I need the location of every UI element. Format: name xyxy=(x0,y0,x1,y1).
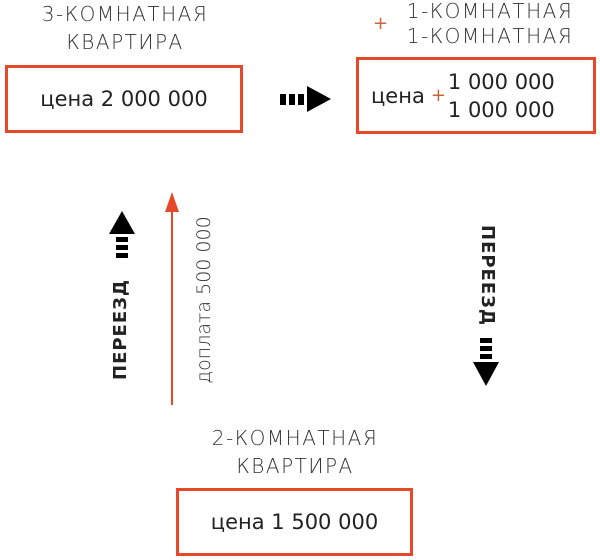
plus-sign: + xyxy=(373,13,389,34)
price-label: цена xyxy=(40,87,95,111)
surcharge-label: доплата 500 000 xyxy=(193,216,215,384)
price-label: цена xyxy=(371,83,425,108)
title-line: 1-КОМНАТНАЯ xyxy=(406,24,574,48)
three-room-price-box: цена 2 000 000 xyxy=(5,65,243,133)
plus-sign: + xyxy=(430,85,446,106)
title-line: КВАРТИРА xyxy=(66,30,184,54)
two-room-price-box: цена 1 500 000 xyxy=(176,488,413,556)
title-line: КВАРТИРА xyxy=(236,454,354,478)
up-arrow-icon xyxy=(109,211,135,258)
move-label-left: ПЕРЕЕЗД xyxy=(110,279,131,380)
price-value: 1 500 000 xyxy=(271,510,379,534)
one-room-titles: 1-КОМНАТНАЯ 1-КОМНАТНАЯ xyxy=(390,0,590,49)
right-arrow-icon xyxy=(280,86,331,112)
price-label: цена xyxy=(210,510,265,534)
price-value: 2 000 000 xyxy=(100,87,208,111)
down-arrow-icon xyxy=(473,338,499,386)
title-line: 1-КОМНАТНАЯ xyxy=(406,0,574,23)
price-value: 1 000 000 xyxy=(447,69,555,94)
title-line: 3-КОМНАТНАЯ xyxy=(41,2,209,26)
surcharge-arrow-icon xyxy=(165,192,179,405)
title-line: 2-КОМНАТНАЯ xyxy=(211,426,379,450)
two-room-title: 2-КОМНАТНАЯ КВАРТИРА xyxy=(170,424,420,480)
one-room-price-box: цена + 1 000 000 1 000 000 xyxy=(356,57,596,134)
move-label-right: ПЕРЕЕЗД xyxy=(477,225,498,326)
price-value: 1 000 000 xyxy=(447,97,555,122)
price-values: 1 000 000 1 000 000 xyxy=(448,68,555,124)
three-room-title: 3-КОМНАТНАЯ КВАРТИРА xyxy=(0,0,250,56)
